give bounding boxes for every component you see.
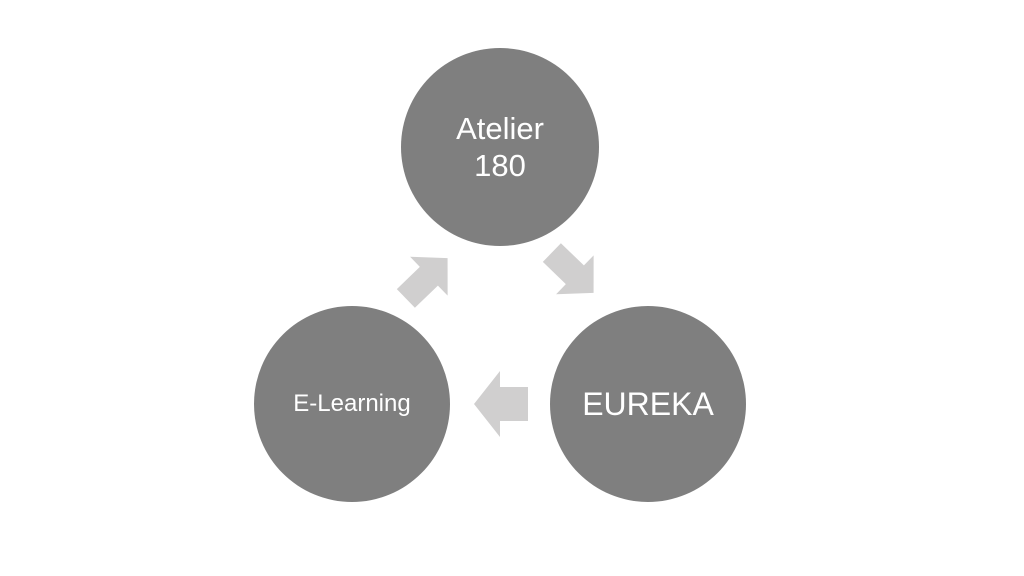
arrow-right-to-left — [474, 371, 528, 437]
node-eureka: EUREKA — [550, 306, 746, 502]
node-atelier-180: Atelier 180 — [401, 48, 599, 246]
node-atelier-180-line-1: Atelier — [456, 110, 544, 146]
arrow-top-to-right — [542, 243, 594, 295]
arrow-left-to-top — [396, 256, 448, 308]
node-atelier-180-label: Atelier 180 — [456, 110, 544, 184]
node-atelier-180-line-2: 180 — [474, 148, 526, 183]
node-e-learning-label: E-Learning — [293, 389, 411, 417]
node-eureka-label: EUREKA — [582, 385, 714, 422]
node-e-learning: E-Learning — [254, 306, 450, 502]
